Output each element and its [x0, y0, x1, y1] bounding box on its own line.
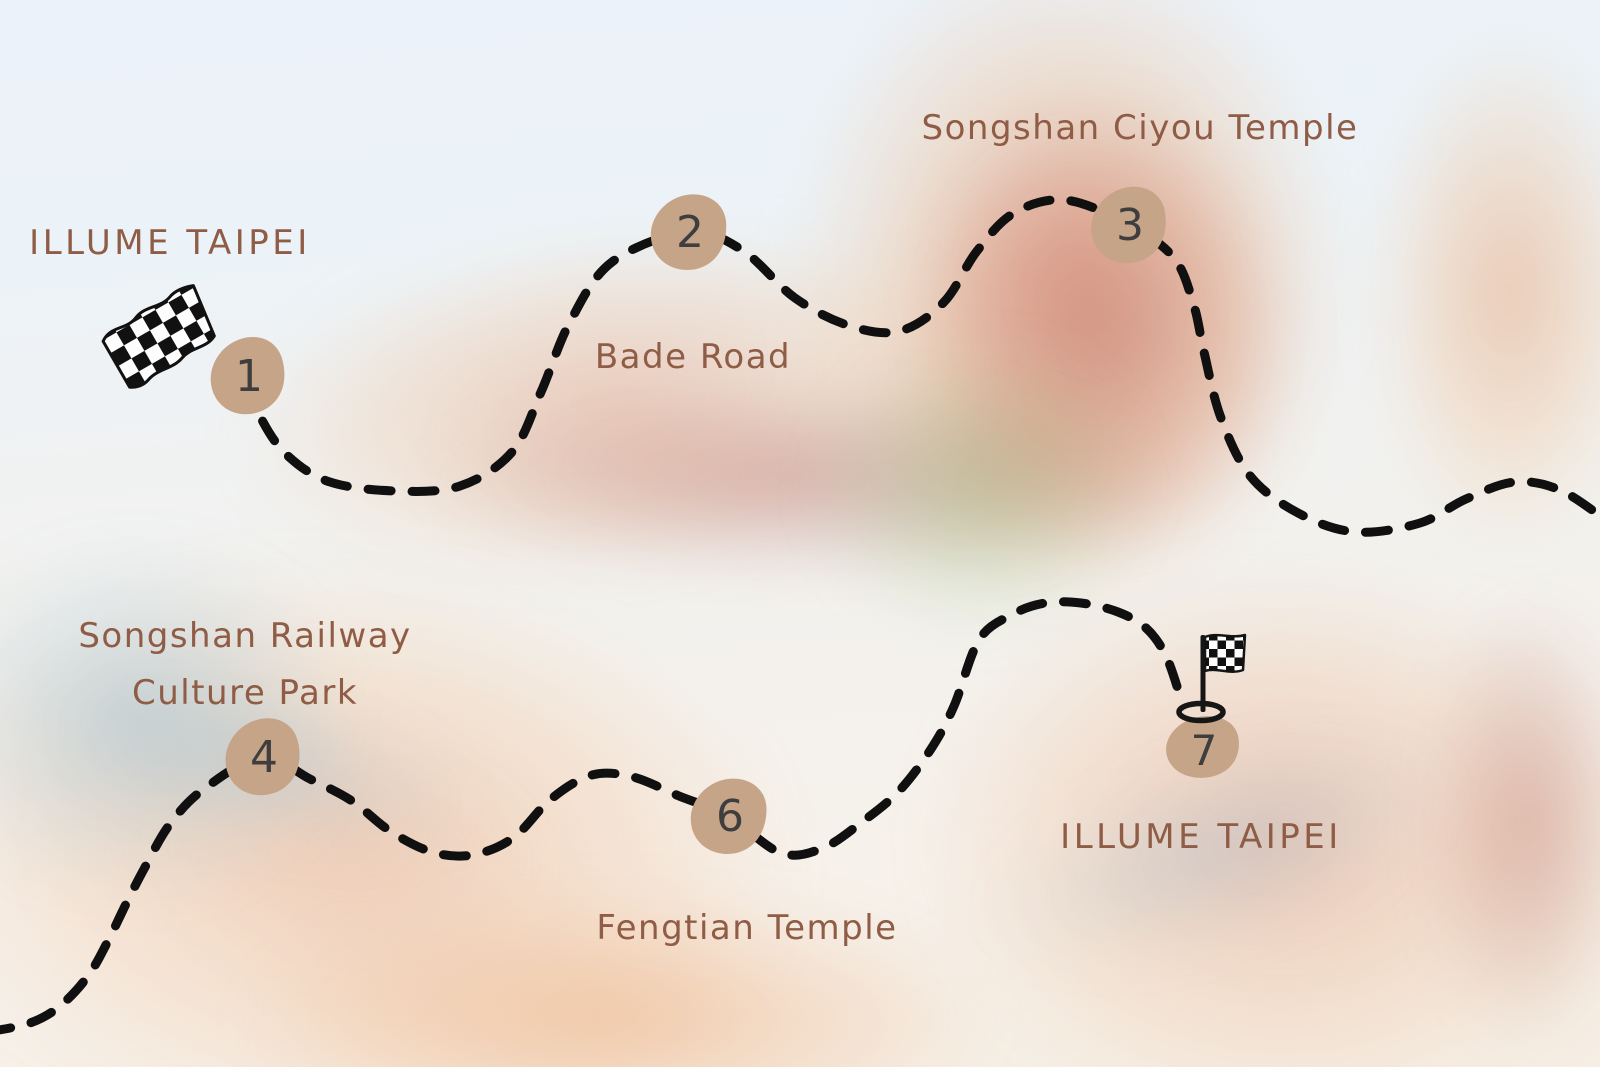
stop-label-line-2: Culture Park: [131, 673, 359, 713]
bg-blob: [1420, 590, 1600, 1050]
marker-number: 1: [235, 350, 263, 402]
stop-label-finish: ILLUME TAIPEI: [1060, 817, 1342, 857]
marker-number: 7: [1190, 725, 1218, 775]
start-checkered-flag-icon: [101, 284, 216, 389]
marker-stop-6: 6: [686, 774, 770, 858]
marker-number: 2: [676, 206, 704, 258]
marker-stop-4: 4: [220, 715, 304, 799]
stop-label-start: ILLUME TAIPEI: [29, 223, 311, 263]
marker-number: 6: [716, 790, 744, 842]
marker-stop-1: 1: [205, 334, 289, 418]
marker-stop-2: 2: [646, 190, 730, 274]
marker-stop-3: 3: [1086, 183, 1170, 267]
stop-label-bade-road: Bade Road: [594, 337, 792, 377]
stop-label-fengtian-temple: Fengtian Temple: [596, 908, 898, 948]
stop-label-songshan-ciyou-temple: Songshan Ciyou Temple: [921, 108, 1359, 148]
stop-label-songshan-railway-culture-park: Songshan Railway Culture Park: [78, 608, 411, 722]
stop-label-line-1: Songshan Railway: [78, 616, 412, 656]
marker-number: 4: [250, 731, 278, 783]
marker-number: 3: [1116, 199, 1144, 251]
finish-checkered-flag-icon: [1176, 633, 1247, 724]
